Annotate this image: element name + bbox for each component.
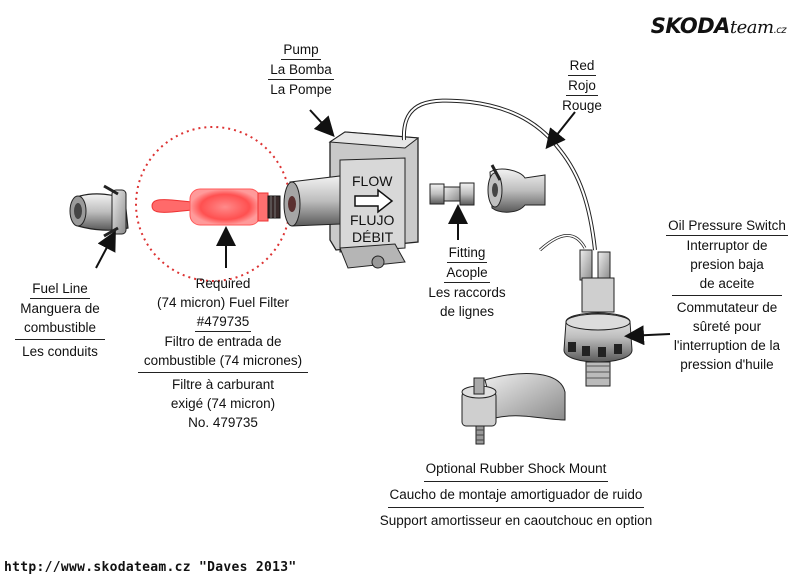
fuel-line-label-en: Fuel Line: [30, 279, 90, 299]
red-label-fr: Rouge: [562, 98, 602, 113]
fuel-line-label-es2: combustible: [23, 320, 97, 335]
fuel-line-label-fr: Les conduits: [22, 344, 98, 359]
pump-label-es: La Bomba: [268, 60, 334, 80]
filter-label-en2: (74 micron) Fuel Filter: [156, 295, 290, 310]
footer-url: http://www.skodateam.cz "Daves 2013": [4, 560, 297, 575]
filter-label-en1: Required: [195, 276, 251, 291]
pump-debit-text: DÉBIT: [352, 229, 394, 245]
shock-mount: [461, 373, 566, 445]
oil-label-fr4: pression d'huile: [680, 357, 774, 372]
pump-label-en: Pump: [281, 40, 321, 60]
fuel-line-hose: [69, 184, 129, 238]
logo-suffix: team: [729, 17, 774, 38]
red-wire-label: Red Rojo Rouge: [552, 56, 612, 115]
oil-switch-label: Oil Pressure Switch Interruptor de presi…: [656, 216, 798, 374]
fitting-label: Fitting Acople Les raccords de lignes: [416, 243, 518, 321]
shock-label-es: Caucho de montaje amortiguador de ruido: [387, 482, 645, 508]
fitting-label-es: Acople: [444, 263, 490, 283]
filter-label-es2: combustible (74 micrones): [143, 353, 303, 368]
filter-label-fr3: No. 479735: [188, 415, 258, 430]
oil-label-es2: presion baja: [690, 257, 764, 272]
fuel-filter-label: Required (74 micron) Fuel Filter #479735…: [128, 274, 318, 432]
fuel-pump: [283, 98, 562, 269]
red-label-en: Red: [567, 56, 597, 76]
shock-label-fr: Support amortisseur en caoutchouc en opt…: [379, 513, 653, 528]
red-label-es: Rojo: [566, 76, 598, 96]
oil-label-en: Oil Pressure Switch: [666, 216, 788, 236]
fuel-line-label-es1: Manguera de: [20, 301, 100, 316]
shock-mount-label: Optional Rubber Shock Mount Caucho de mo…: [366, 456, 666, 533]
oil-label-fr1: Commutateur de: [676, 300, 778, 315]
filter-label-fr1: Filtre à carburant: [171, 377, 275, 392]
fitting-label-fr1: Les raccords: [428, 285, 506, 300]
skodateam-logo: SKODAteam.cz: [650, 14, 787, 38]
fitting-parts: [429, 164, 546, 213]
fitting-label-fr2: de lignes: [439, 304, 495, 319]
filter-label-es1: Filtro de entrada de: [164, 334, 282, 349]
pump-label: Pump La Bomba La Pompe: [258, 40, 344, 99]
fuel-filter: [151, 188, 281, 226]
pump-label-fr: La Pompe: [270, 82, 332, 97]
filter-label-en3: #479735: [194, 312, 252, 332]
shock-label-en: Optional Rubber Shock Mount: [423, 456, 609, 482]
pump-flujo-text: FLUJO: [350, 212, 394, 228]
oil-pressure-switch: [563, 249, 633, 387]
fitting-label-en: Fitting: [446, 243, 488, 263]
logo-tld: .cz: [773, 25, 787, 36]
oil-label-es3: de aceite: [699, 276, 755, 291]
oil-label-fr3: l'interruption de la: [673, 338, 781, 353]
leader-arrows: [95, 109, 671, 346]
logo-brand: SKODA: [650, 14, 731, 38]
pump-flow-text: FLOW: [352, 173, 393, 189]
oil-label-es1: Interruptor de: [686, 238, 768, 253]
fuel-line-label: Fuel Line Manguera de combustible Les co…: [8, 279, 112, 361]
filter-label-fr2: exigé (74 micron): [170, 396, 276, 411]
oil-label-fr2: sûreté pour: [692, 319, 762, 334]
